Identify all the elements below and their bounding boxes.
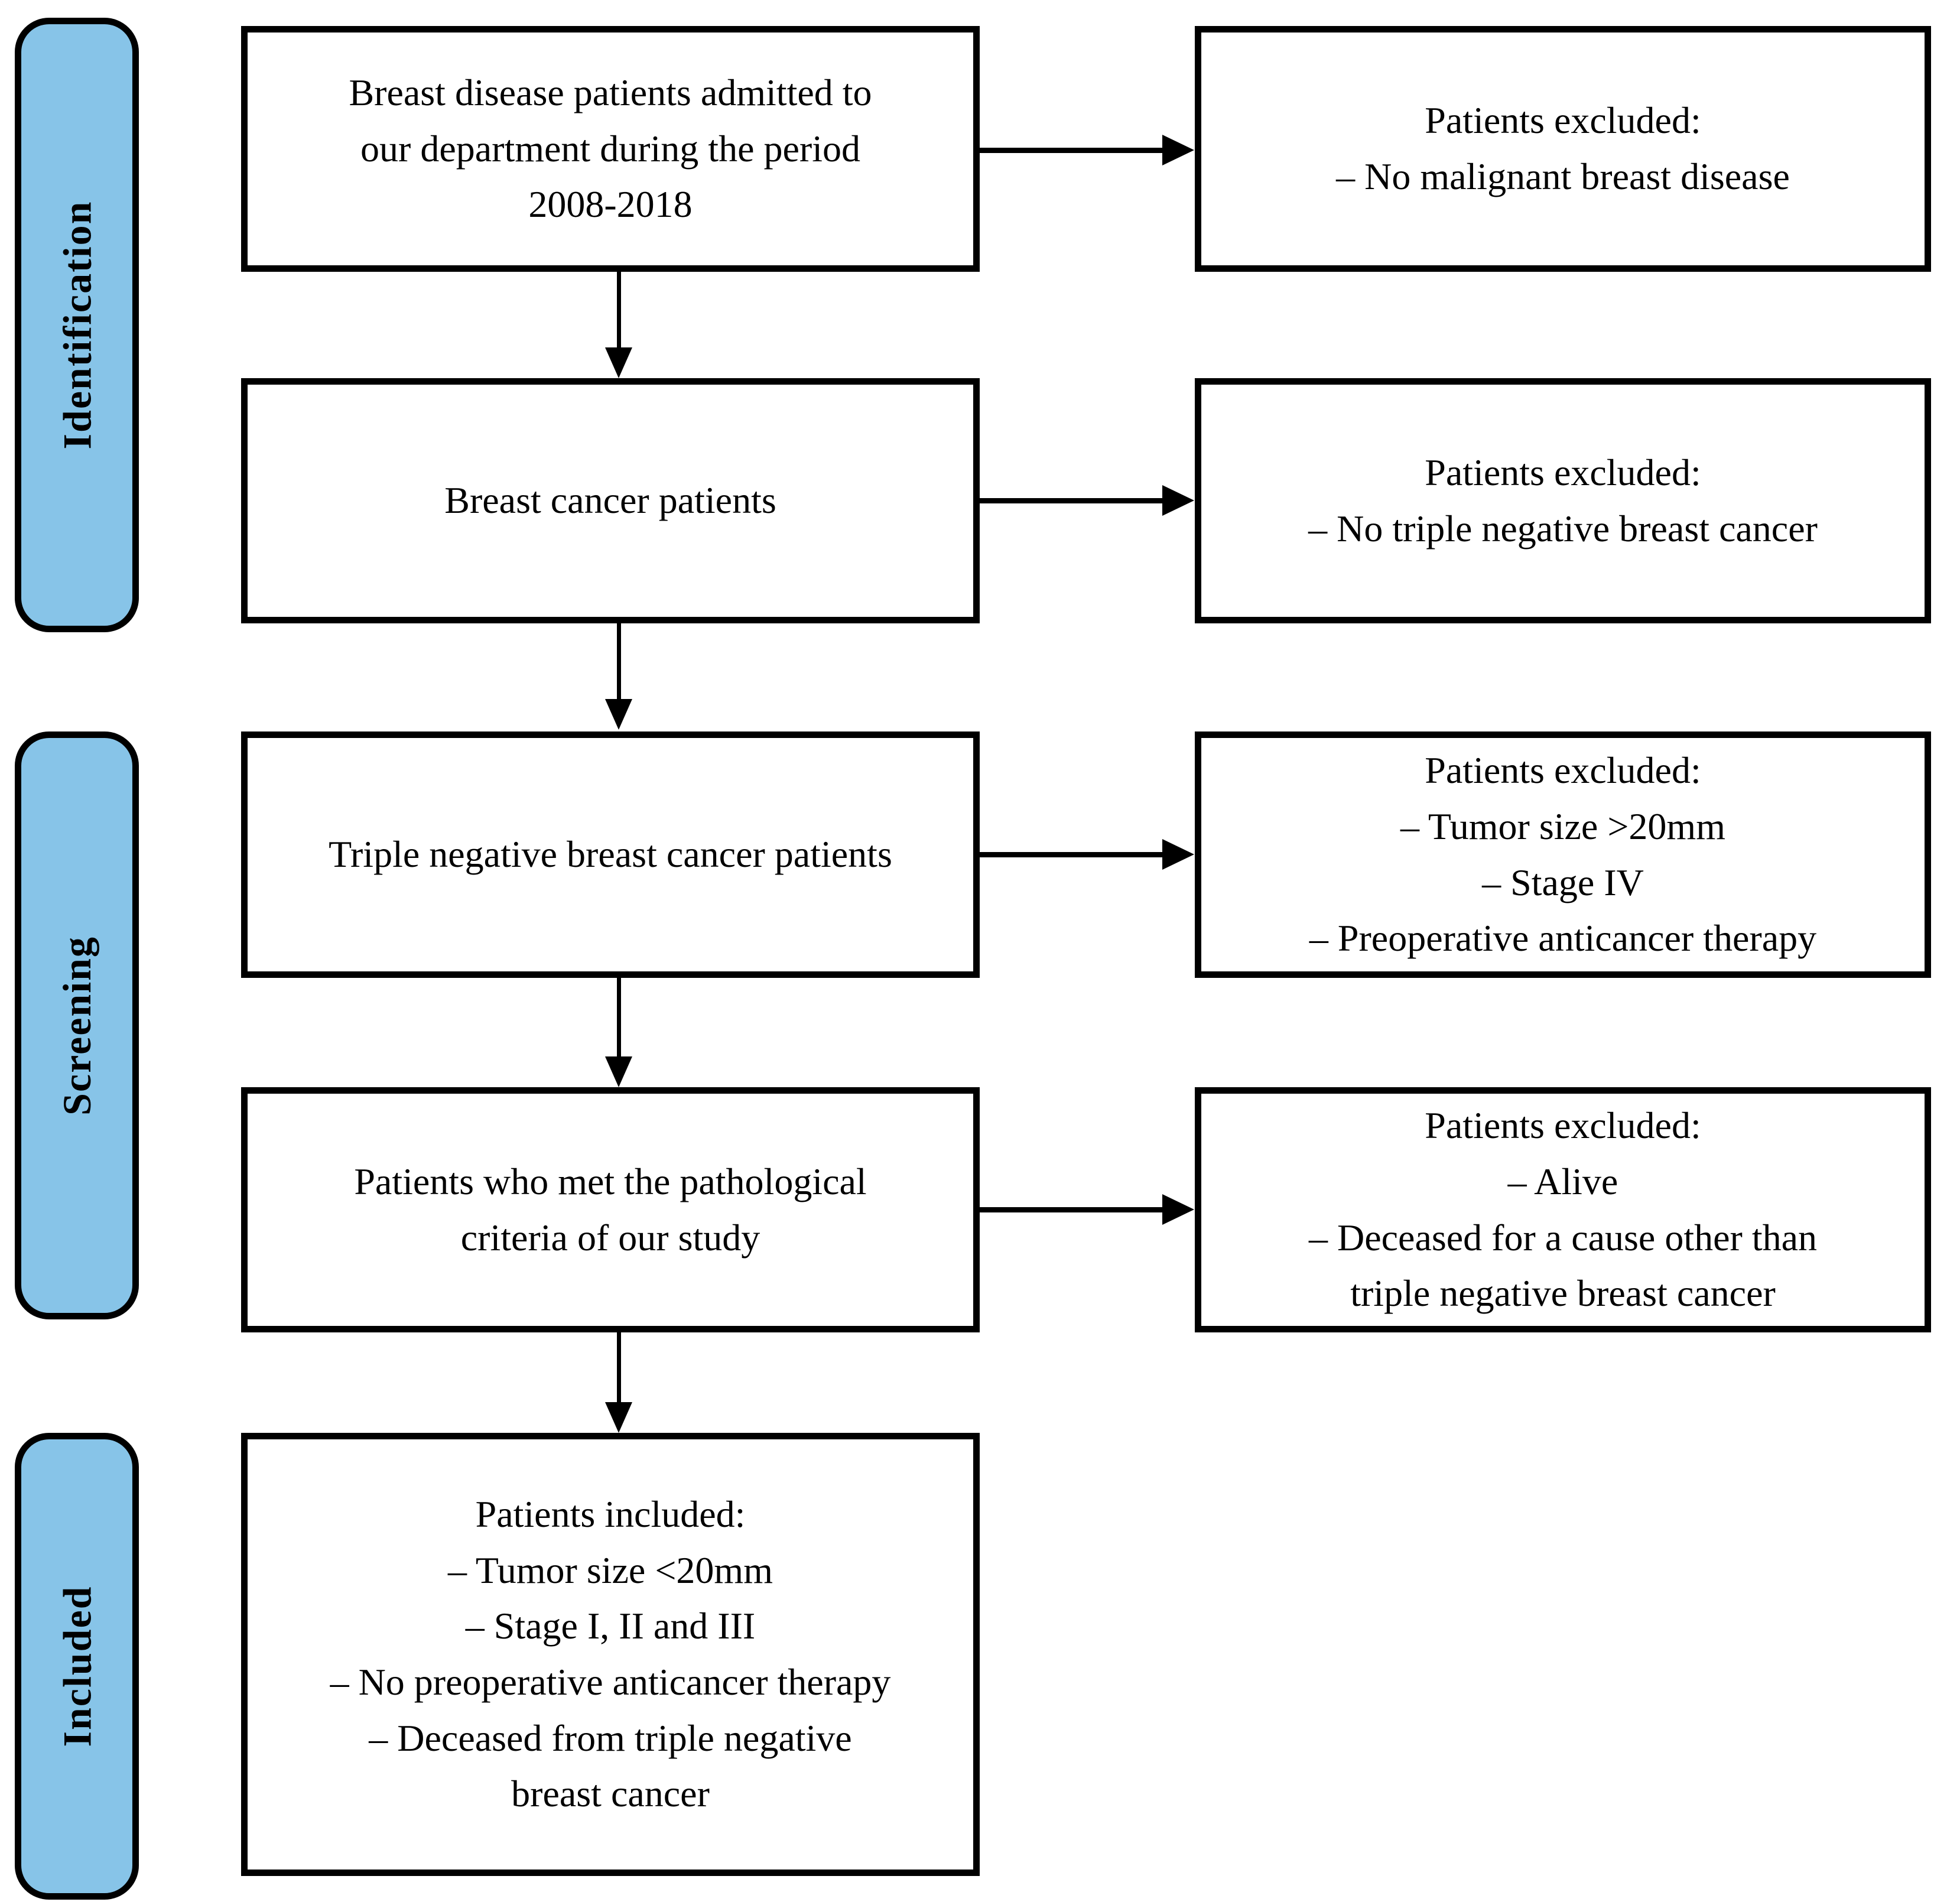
arrowhead-right-1 [1162,135,1194,165]
exclusion-box-no-tnbc-text: Patients excluded: – No triple negative … [1308,451,1818,550]
exclusion-box-alive-other-cause: Patients excluded: – Alive – Deceased fo… [1195,1087,1931,1332]
flow-box-pathological-criteria: Patients who met the pathological criter… [241,1087,980,1332]
connector-line-vertical-2 [617,623,621,699]
exclusion-box-alive-other-cause-text: Patients excluded: – Alive – Deceased fo… [1309,1104,1817,1315]
stage-label-identification-text: Identification [54,200,99,450]
arrowhead-down-1 [605,347,632,378]
connector-line-vertical-4 [617,1332,621,1402]
arrowhead-down-4 [605,1402,632,1433]
flow-box-tnbc-text: Triple negative breast cancer patients [329,833,892,876]
arrowhead-down-3 [605,1056,632,1087]
stage-label-identification: Identification [15,18,139,632]
arrowhead-right-4 [1162,1194,1194,1225]
exclusion-box-no-tnbc: Patients excluded: – No triple negative … [1195,378,1931,623]
connector-line-vertical-3 [617,978,621,1056]
exclusion-box-no-malignant: Patients excluded: – No malignant breast… [1195,26,1931,272]
exclusion-box-size-stage-therapy-text: Patients excluded: – Tumor size >20mm – … [1309,749,1817,960]
flow-box-included: Patients included: – Tumor size <20mm – … [241,1433,980,1876]
connector-line-horizontal-3 [979,852,1162,857]
stage-label-screening: Screening [15,731,139,1319]
stage-label-included: Included [15,1433,139,1900]
flow-box-tnbc: Triple negative breast cancer patients [241,731,980,978]
stage-label-included-text: Included [54,1585,99,1747]
flow-box-breast-cancer: Breast cancer patients [241,378,980,623]
flow-box-admitted-text: Breast disease patients admitted to our … [349,71,872,226]
arrowhead-down-2 [605,699,632,730]
arrowhead-right-2 [1162,485,1194,516]
connector-line-horizontal-2 [979,498,1162,503]
exclusion-box-size-stage-therapy: Patients excluded: – Tumor size >20mm – … [1195,731,1931,978]
stage-label-screening-text: Screening [54,935,100,1116]
flow-box-admitted: Breast disease patients admitted to our … [241,26,980,272]
connector-line-horizontal-1 [979,148,1162,153]
connector-line-vertical-1 [617,272,621,347]
flow-box-pathological-criteria-text: Patients who met the pathological criter… [354,1160,867,1259]
connector-line-horizontal-4 [979,1207,1162,1212]
arrowhead-right-3 [1162,839,1194,870]
exclusion-box-no-malignant-text: Patients excluded: – No malignant breast… [1336,99,1790,197]
flow-box-breast-cancer-text: Breast cancer patients [444,479,776,522]
flow-box-included-text: Patients included: – Tumor size <20mm – … [330,1493,891,1815]
